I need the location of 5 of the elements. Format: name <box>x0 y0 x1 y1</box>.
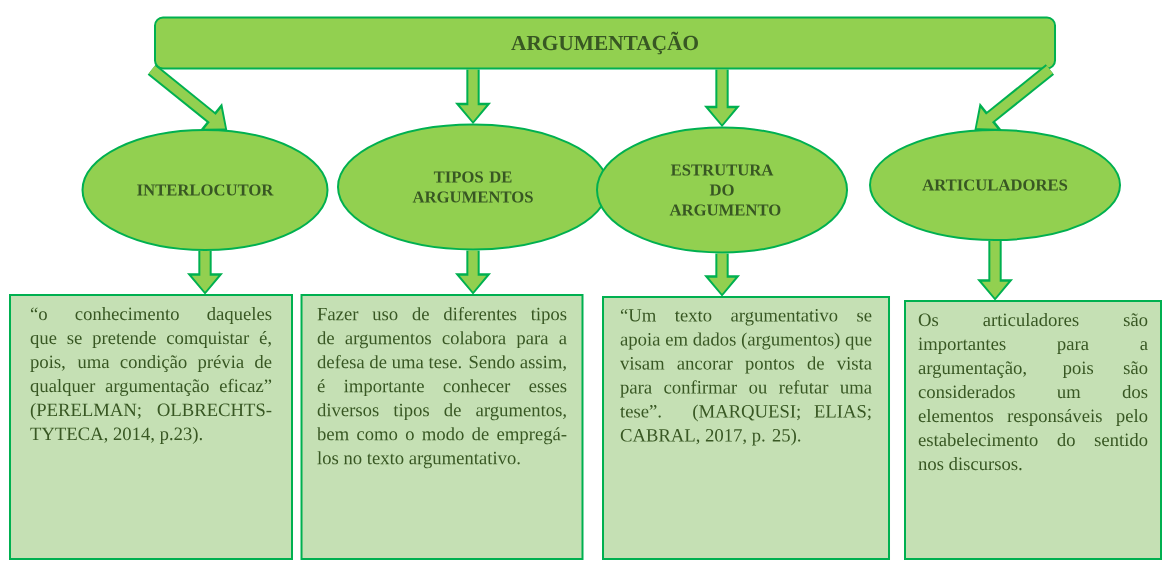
text-box: Fazer uso de diferentes tipos de argumentos colabora para a defesa de uma tese. Sendo assim, é importante conhecer esses diversos tipos de argumentos, bem como o modo de empregá-los no texto argumentativo. <box>300 294 584 560</box>
text-box: Os articuladores são importantes para a argumentação, pois são considerados um dos elementos responsáveis pelo estabelecimento do sentido nos discursos. <box>904 300 1162 560</box>
text-box: “o conhecimento daqueles que se pretende comquistar é, pois, uma condição prévia de qualquer argumentação eficaz” (PERELMAN; OLBRECHTS-TYTECA, 2014, p.23). <box>9 294 293 560</box>
title-box: ARGUMENTAÇÃO <box>154 16 1056 70</box>
text-box: “Um texto argumentativo se apoia em dados (argumentos) que visam ancorar pontos de vista para confirmar ou refutar uma tese”. (MARQUESI; ELIAS; CABRAL, 2017, p. 25). <box>602 296 890 560</box>
